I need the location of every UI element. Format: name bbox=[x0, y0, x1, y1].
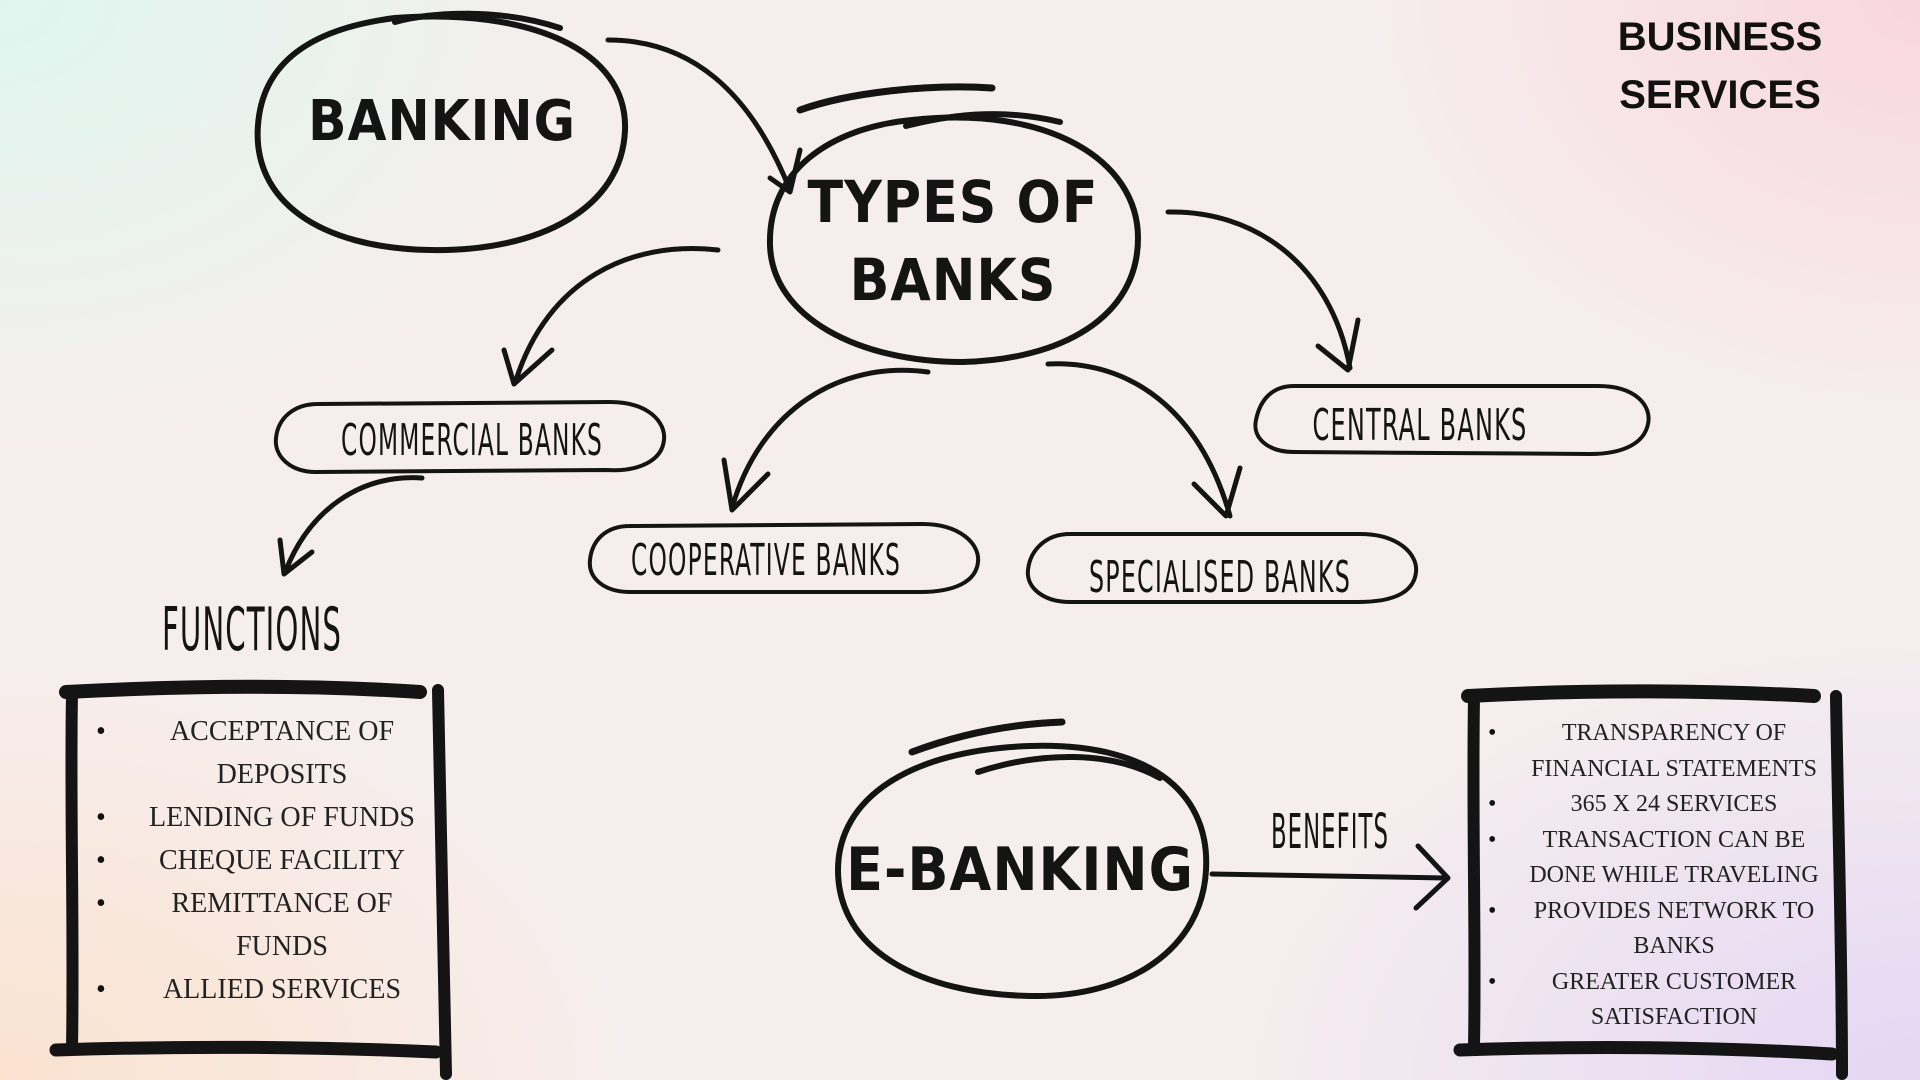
functions-heading: FUNCTIONS bbox=[162, 595, 342, 665]
arrow-types-to-cooperative bbox=[721, 367, 931, 513]
banking-label: BANKING bbox=[308, 89, 576, 154]
arrow-types-to-commercial bbox=[501, 246, 721, 387]
benefits-list: TRANSPARENCY OF FINANCIAL STATEMENTS 365… bbox=[1488, 716, 1824, 1036]
types-of-banks-node: TYPES OF BANKS bbox=[766, 83, 1141, 365]
cooperative-banks-node: COOPERATIVE BANKS bbox=[587, 522, 981, 594]
title-line-1: BUSINESS bbox=[1617, 15, 1823, 59]
banking-node: BANKING bbox=[254, 10, 629, 254]
list-item: TRANSACTION CAN BE DONE WHILE TRAVELING bbox=[1488, 823, 1824, 894]
list-item: LENDING OF FUNDS bbox=[96, 796, 426, 839]
list-item: 365 X 24 SERVICES bbox=[1488, 787, 1824, 823]
benefits-list-box: TRANSPARENCY OF FINANCIAL STATEMENTS 365… bbox=[1488, 716, 1824, 1036]
arrow-types-to-specialised bbox=[1045, 361, 1243, 519]
functions-list-box: ACCEPTANCE OF DEPOSITS LENDING OF FUNDS … bbox=[96, 710, 426, 1011]
benefits-box-frame bbox=[1453, 684, 1848, 1080]
list-item: PROVIDES NETWORK TO BANKS bbox=[1488, 894, 1824, 965]
arrow-banking-to-types bbox=[605, 37, 803, 195]
central-banks-label: CENTRAL BANKS bbox=[1313, 400, 1528, 451]
e-banking-node: E-BANKING bbox=[835, 718, 1210, 1000]
commercial-banks-node: COMMERCIAL BANKS bbox=[273, 400, 667, 474]
cooperative-banks-label: COOPERATIVE BANKS bbox=[631, 535, 901, 586]
functions-list: ACCEPTANCE OF DEPOSITS LENDING OF FUNDS … bbox=[96, 710, 426, 1011]
title-line-2: SERVICES bbox=[1619, 73, 1821, 117]
e-banking-label: E-BANKING bbox=[846, 835, 1194, 905]
specialised-banks-label: SPECIALISED BANKS bbox=[1089, 552, 1351, 603]
arrow-commercial-to-functions bbox=[277, 475, 425, 577]
arrow-ebanking-to-benefits bbox=[1209, 843, 1451, 911]
arrow-types-to-central bbox=[1165, 209, 1361, 373]
list-item: REMITTANCE OF FUNDS bbox=[96, 882, 426, 968]
types-label-line2: BANKS bbox=[850, 246, 1057, 314]
list-item: ACCEPTANCE OF DEPOSITS bbox=[96, 710, 426, 796]
types-label-line1: TYPES OF bbox=[807, 168, 1098, 236]
benefits-label: BENEFITS bbox=[1271, 804, 1389, 860]
functions-box-frame bbox=[49, 679, 452, 1080]
list-item: TRANSPARENCY OF FINANCIAL STATEMENTS bbox=[1488, 716, 1824, 787]
list-item: CHEQUE FACILITY bbox=[96, 839, 426, 882]
commercial-banks-label: COMMERCIAL BANKS bbox=[341, 415, 603, 466]
list-item: GREATER CUSTOMER SATISFACTION bbox=[1488, 965, 1824, 1036]
page-title: BUSINESS SERVICES bbox=[1570, 8, 1870, 124]
specialised-banks-node: SPECIALISED BANKS bbox=[1025, 532, 1419, 604]
list-item: ALLIED SERVICES bbox=[96, 968, 426, 1011]
central-banks-node: CENTRAL BANKS bbox=[1253, 384, 1651, 456]
